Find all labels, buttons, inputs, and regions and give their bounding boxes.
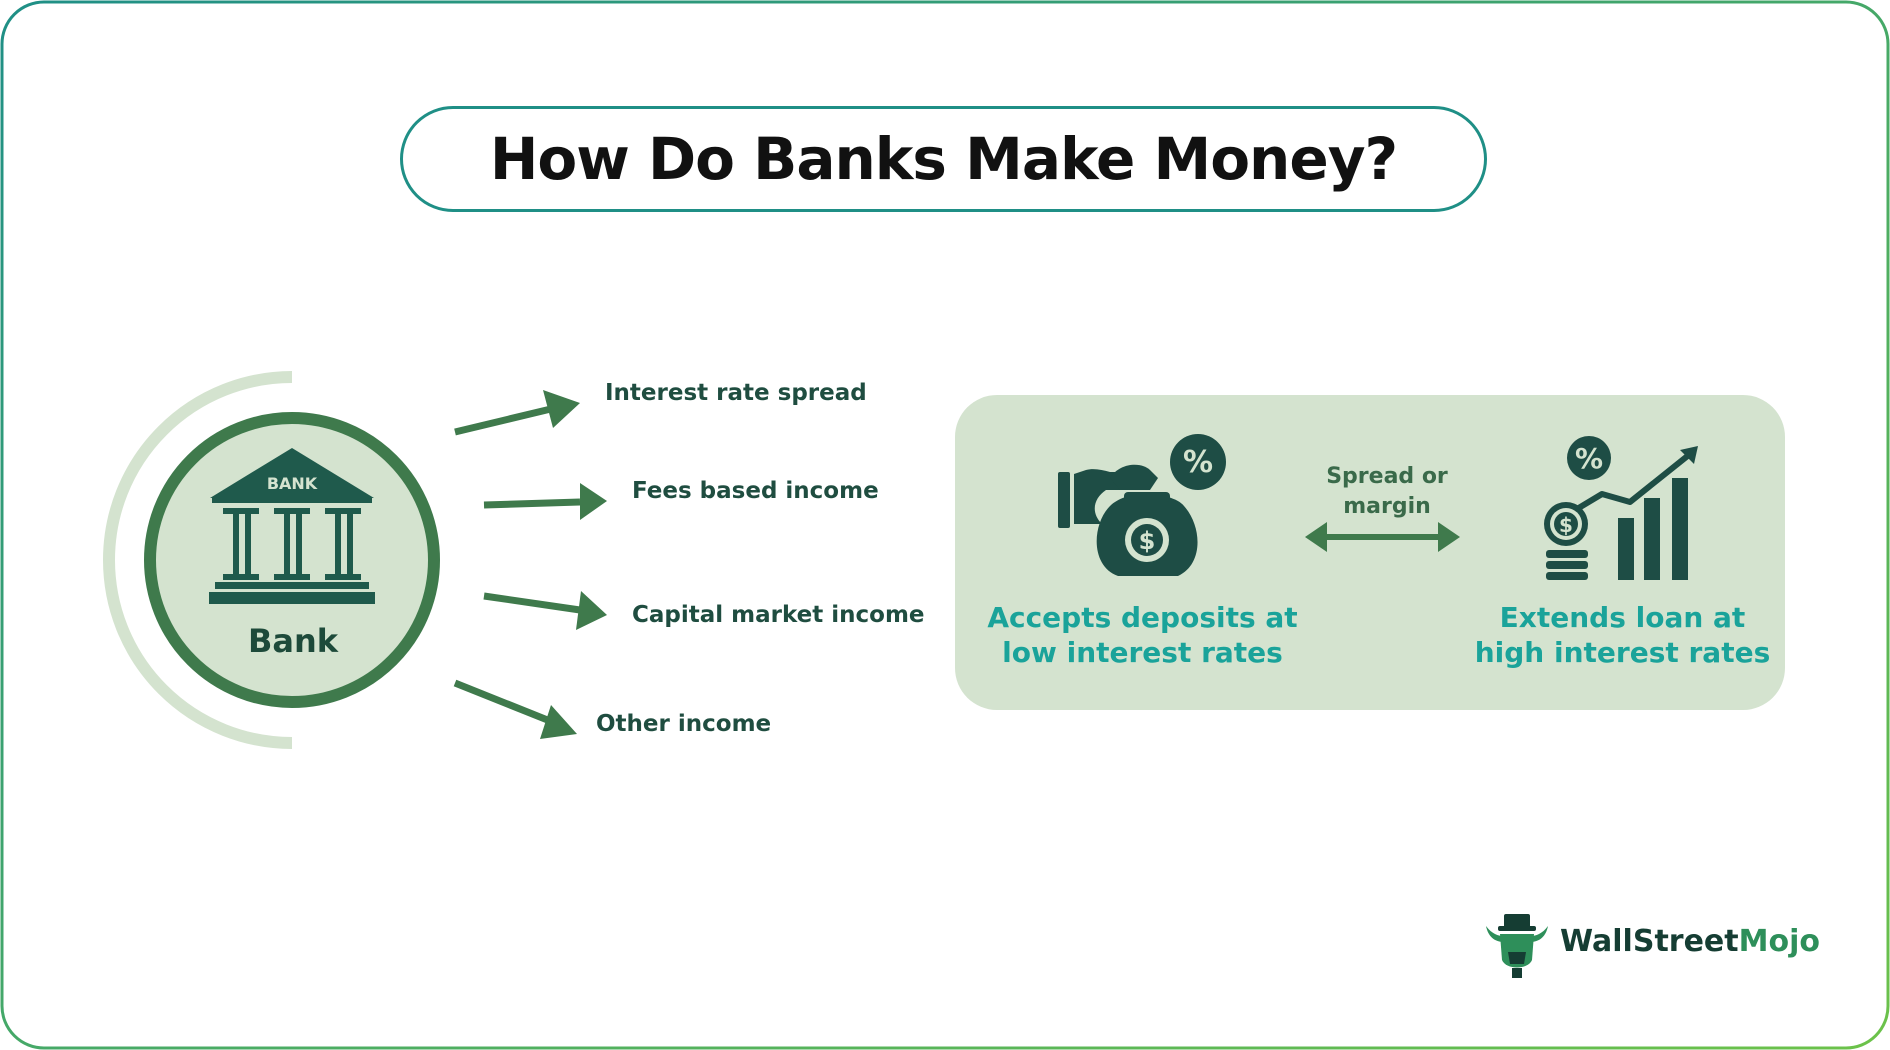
title-pill: How Do Banks Make Money? [400,106,1487,212]
bank-circle [144,412,440,708]
bull-mascot-icon [1486,914,1548,978]
deposit-caption-line2: low interest rates [1002,636,1283,669]
page-title: How Do Banks Make Money? [489,125,1398,193]
arrow-other-income [453,679,577,739]
income-label-other-income: Other income [596,711,772,737]
brand-name-part1: WallStreet [1560,924,1739,959]
income-arrows [453,390,607,739]
loan-caption-line2: high interest rates [1474,636,1771,669]
loan-caption-line1: Extends loan at [1499,601,1746,634]
svg-text:%: % [1183,445,1213,480]
bank-label: Bank [247,622,339,660]
bank-emblem: BANK [103,371,440,749]
double-arrow-icon [1305,522,1460,552]
income-label-interest-rate-spread: Interest rate spread [605,380,867,406]
arrow-capital-market-income [483,591,607,630]
loan-caption: Extends loan at high interest rates [1460,600,1785,670]
spread-label: Spread or margin [1302,462,1472,522]
spread-label-line2: margin [1343,494,1431,519]
outer-arc [103,371,293,749]
bank-building-icon [209,448,375,604]
growth-chart-percent-icon: % $ [1544,436,1698,580]
svg-text:$: $ [1139,527,1156,555]
spread-label-line1: Spread or [1326,464,1448,489]
brand-name-part2: Mojo [1738,924,1820,959]
deposit-caption: Accepts deposits at low interest rates [975,600,1310,670]
arrow-fees-based-income [483,483,607,520]
arrow-interest-rate-spread [454,390,580,436]
brand-logo: WallStreetMojo [1560,924,1820,959]
svg-text:$: $ [1559,513,1573,537]
income-label-fees-based-income: Fees based income [632,478,879,504]
money-bag-percent-icon: $ % [1058,434,1226,576]
svg-text:%: % [1575,442,1603,475]
income-label-capital-market-income: Capital market income [632,602,925,628]
deposit-caption-line1: Accepts deposits at [987,601,1298,634]
bank-sign-text: BANK [267,474,318,493]
